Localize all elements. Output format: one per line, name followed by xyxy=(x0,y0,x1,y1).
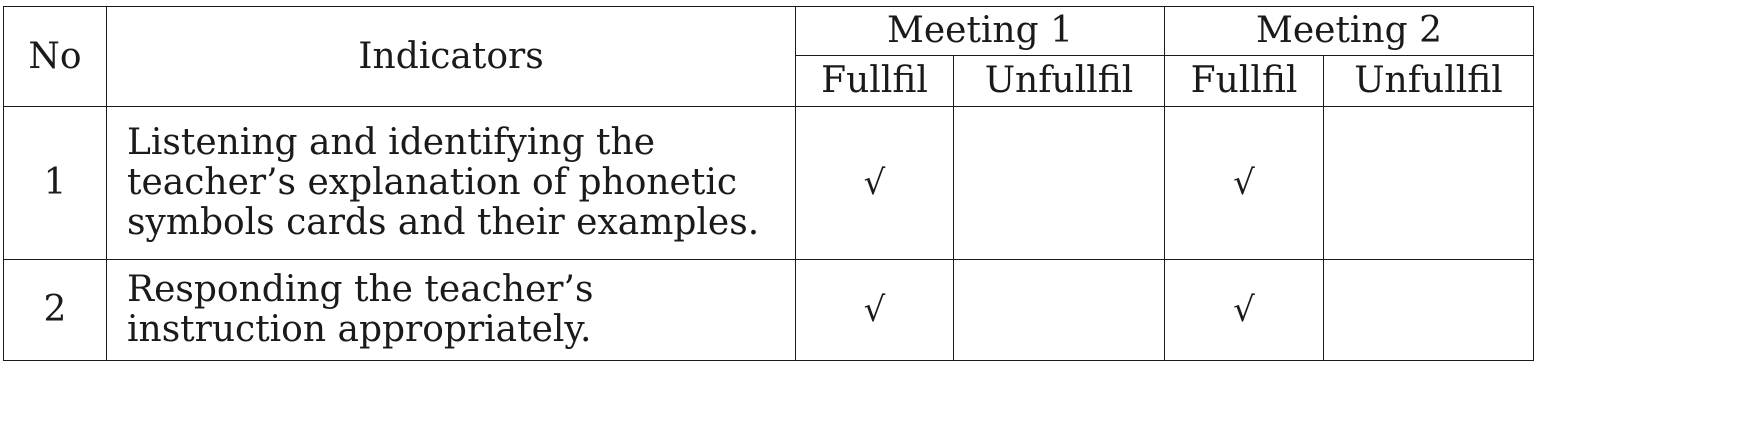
indicator-table: No Indicators Meeting 1 Meeting 2 Fullfi… xyxy=(3,6,1534,361)
cell-meeting-1-unfulfil xyxy=(953,259,1165,361)
cell-meeting-2-unfulfil xyxy=(1323,259,1534,361)
row-number: 1 xyxy=(3,106,107,260)
cell-meeting-1-unfulfil xyxy=(953,106,1165,260)
cell-meeting-2-unfulfil xyxy=(1323,106,1534,260)
table-row: 2 Responding the teacher’s instruction a… xyxy=(3,259,1534,361)
check-mark-meeting-1-fulfil: √ xyxy=(795,259,954,361)
row-indicator: Listening and identifying the teacher’s … xyxy=(106,106,796,260)
header-meeting-1-unfulfil: Unfullfil xyxy=(953,55,1165,107)
check-mark-meeting-2-fulfil: √ xyxy=(1164,259,1324,361)
header-meeting-2: Meeting 2 xyxy=(1164,6,1534,56)
header-meeting-1-fulfil: Fullfil xyxy=(795,55,954,107)
indicator-table-container: No Indicators Meeting 1 Meeting 2 Fullfi… xyxy=(3,6,1534,361)
header-no: No xyxy=(3,6,107,107)
header-meeting-2-fulfil: Fullfil xyxy=(1164,55,1324,107)
row-number: 2 xyxy=(3,259,107,361)
table-row: 1 Listening and identifying the teacher’… xyxy=(3,106,1534,260)
header-indicators: Indicators xyxy=(106,6,796,107)
header-meeting-2-unfulfil: Unfullfil xyxy=(1323,55,1534,107)
header-meeting-1: Meeting 1 xyxy=(795,6,1165,56)
row-indicator: Responding the teacher’s instruction app… xyxy=(106,259,796,361)
check-mark-meeting-2-fulfil: √ xyxy=(1164,106,1324,260)
header-row-top: No Indicators Meeting 1 Meeting 2 xyxy=(3,6,1534,107)
check-mark-meeting-1-fulfil: √ xyxy=(795,106,954,260)
